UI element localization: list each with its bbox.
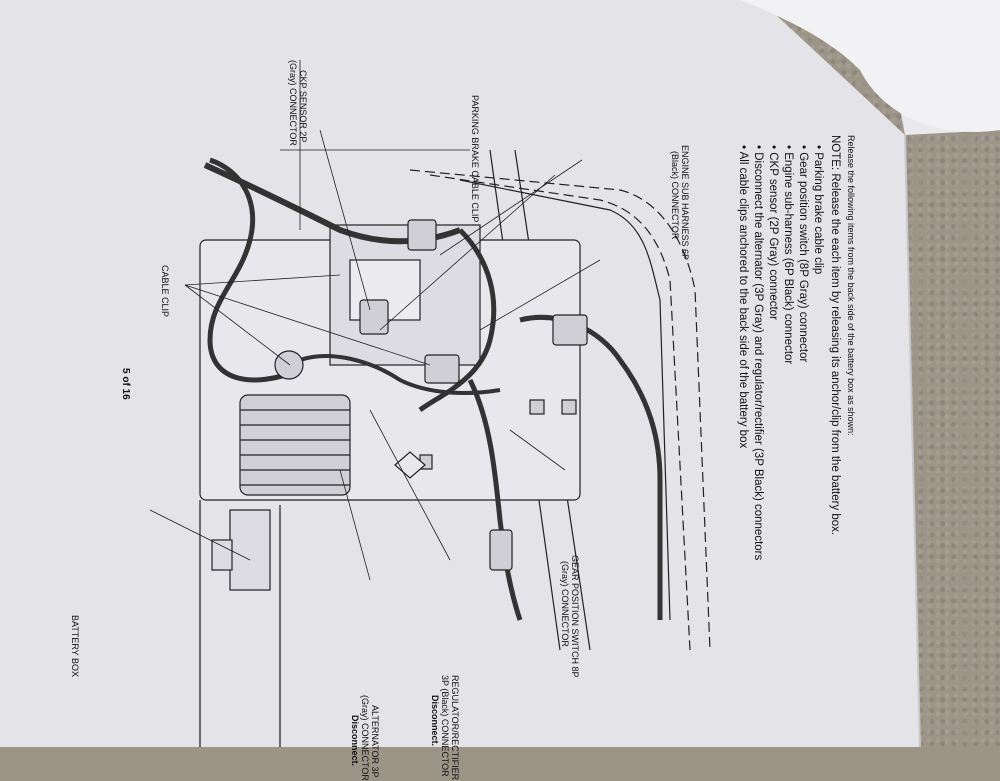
note-text: NOTE: Release the each item by releasing… bbox=[829, 135, 841, 536]
callout-cable-clip: CABLE CLIP bbox=[160, 265, 170, 318]
bullet-5: • Disconnect the alternator (3P Gray) an… bbox=[752, 145, 764, 561]
callout-parking-brake: PARKING BRAKE CABLE CLIP bbox=[470, 95, 480, 223]
wiring-diagram bbox=[149, 60, 711, 747]
bullet-2: • Gear position switch (8P Gray) connect… bbox=[797, 145, 809, 363]
intro-text: Release the following items from the bac… bbox=[846, 135, 856, 436]
callout-ckp-sensor: CKP SENSOR 2P(Gray) CONNECTOR bbox=[288, 60, 308, 146]
curled-page bbox=[740, 0, 1000, 132]
manual-page bbox=[0, 0, 1000, 747]
callout-engine-sub-harness: ENGINE SUB HARNESS 6P(Black) CONNECTOR bbox=[670, 145, 690, 261]
bullet-4: • CKP sensor (2P Gray) connector bbox=[767, 145, 779, 320]
bullet-3: • Engine sub-harness (6P Black) connecto… bbox=[782, 145, 794, 365]
instruction-text-block: Release the following items from the bac… bbox=[70, 95, 900, 781]
bullet-1: • Parking brake cable clip bbox=[812, 145, 824, 275]
callout-battery-box: BATTERY BOX bbox=[70, 615, 80, 678]
regulator-rectifier bbox=[239, 394, 351, 496]
page-number: 5 of 16 bbox=[120, 368, 131, 400]
bullet-6: • All cable clips anchored to the back s… bbox=[737, 145, 749, 449]
callout-gear-position: GEAR POSITION SWITCH 8P(Gray) CONNECTOR bbox=[560, 555, 580, 678]
